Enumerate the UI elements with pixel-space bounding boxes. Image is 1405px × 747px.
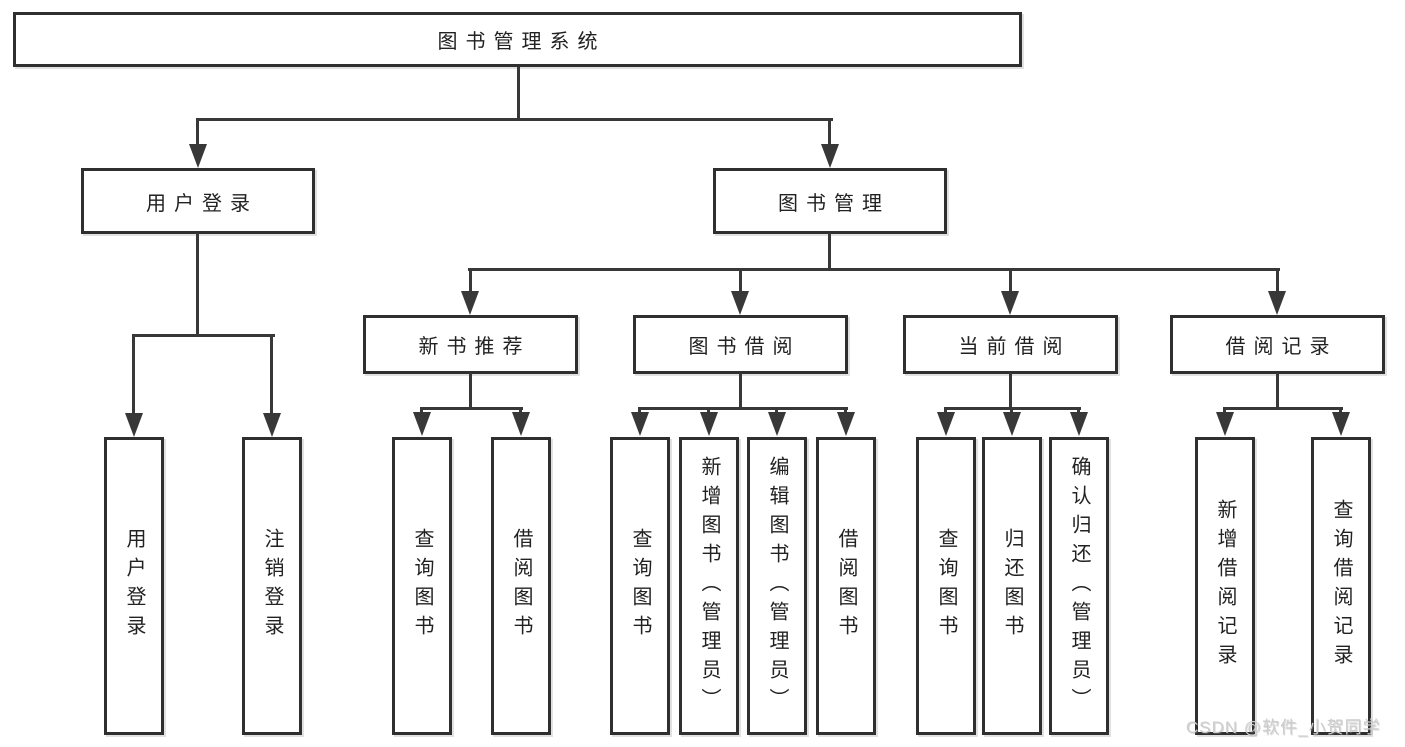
connector-line [132, 334, 275, 337]
connector-line [1276, 373, 1279, 410]
leaf-records-add-record-label: 新增借阅记录 [1214, 499, 1236, 673]
arrow-down-icon [731, 291, 749, 315]
arrow-down-icon [821, 144, 839, 168]
node-user-login: 用户登录 [81, 168, 315, 234]
node-borrow-records-label: 借阅记录 [1225, 336, 1338, 358]
node-borrow-records: 借阅记录 [1170, 315, 1385, 374]
arrow-down-icon [461, 291, 479, 315]
arrow-down-icon [1332, 412, 1350, 436]
connector-line [196, 118, 833, 121]
connector-line [420, 407, 523, 410]
arrow-down-icon [631, 412, 649, 436]
node-root-label: 图书管理系统 [437, 31, 606, 53]
leaf-current-confirm-return-admin-label: 确认归还（管理员） [1068, 455, 1090, 717]
leaf-borrow-add-book-admin: 新增图书（管理员） [679, 437, 739, 735]
connector-line [517, 67, 520, 121]
leaf-records-add-record: 新增借阅记录 [1195, 437, 1255, 735]
leaf-borrow-edit-book-admin: 编辑图书（管理员） [747, 437, 807, 735]
leaf-current-query-book-label: 查询图书 [935, 528, 957, 644]
node-root: 图书管理系统 [13, 12, 1022, 67]
connector-line [828, 118, 831, 146]
node-book-management: 图书管理 [713, 168, 947, 234]
arrow-down-icon [768, 412, 786, 436]
arrow-down-icon [1001, 291, 1019, 315]
connector-line [638, 407, 848, 410]
connector-line [1276, 268, 1279, 293]
leaf-recommend-borrow-book: 借阅图书 [491, 437, 551, 735]
arrow-down-icon [189, 144, 207, 168]
leaf-current-return-book-label: 归还图书 [1001, 528, 1023, 644]
connector-line [196, 118, 199, 146]
arrow-down-icon [263, 413, 281, 437]
arrow-down-icon [1003, 412, 1021, 436]
node-current-borrow-label: 当前借阅 [958, 336, 1071, 358]
leaf-borrow-borrow-book-label: 借阅图书 [835, 528, 857, 644]
arrow-down-icon [837, 412, 855, 436]
leaf-recommend-query-book-label: 查询图书 [411, 528, 433, 644]
leaf-borrow-query-book-label: 查询图书 [629, 528, 651, 644]
connector-line [469, 268, 472, 293]
connector-line [196, 233, 199, 337]
leaf-logout-label: 注销登录 [261, 528, 283, 644]
node-book-borrow-label: 图书借阅 [688, 336, 801, 358]
node-current-borrow: 当前借阅 [903, 315, 1118, 374]
leaf-user-login-label: 用户登录 [123, 528, 145, 644]
connector-line [468, 268, 1280, 271]
connector-line [1009, 268, 1012, 293]
arrow-down-icon [1216, 412, 1234, 436]
connector-line [469, 373, 472, 410]
arrow-down-icon [700, 412, 718, 436]
connector-line [132, 334, 135, 415]
node-new-book-recommend-label: 新书推荐 [418, 336, 531, 358]
watermark: CSDN @软件_小贺同学 [1186, 718, 1381, 737]
connector-line [1009, 373, 1012, 410]
leaf-current-query-book: 查询图书 [916, 437, 976, 735]
connector-line [828, 233, 831, 271]
arrow-down-icon [937, 412, 955, 436]
leaf-borrow-edit-book-admin-label: 编辑图书（管理员） [766, 455, 788, 717]
leaf-logout: 注销登录 [242, 437, 302, 735]
connector-line [1223, 407, 1343, 410]
arrow-down-icon [512, 412, 530, 436]
connector-line [270, 334, 273, 415]
leaf-recommend-query-book: 查询图书 [392, 437, 452, 735]
leaf-borrow-add-book-admin-label: 新增图书（管理员） [698, 455, 720, 717]
arrow-down-icon [1268, 291, 1286, 315]
leaf-records-query-record: 查询借阅记录 [1311, 437, 1371, 735]
connector-line [739, 373, 742, 410]
arrow-down-icon [125, 413, 143, 437]
leaf-current-confirm-return-admin: 确认归还（管理员） [1049, 437, 1109, 735]
arrow-down-icon [1070, 412, 1088, 436]
leaf-borrow-query-book: 查询图书 [610, 437, 670, 735]
leaf-current-return-book: 归还图书 [982, 437, 1042, 735]
node-book-borrow: 图书借阅 [633, 315, 848, 374]
arrow-down-icon [413, 412, 431, 436]
connector-line [739, 268, 742, 293]
node-book-management-label: 图书管理 [778, 192, 890, 215]
leaf-recommend-borrow-book-label: 借阅图书 [510, 528, 532, 644]
leaf-borrow-borrow-book: 借阅图书 [816, 437, 876, 735]
leaf-user-login: 用户登录 [104, 437, 164, 735]
node-new-book-recommend: 新书推荐 [363, 315, 578, 374]
leaf-records-query-record-label: 查询借阅记录 [1330, 499, 1352, 673]
node-user-login-label: 用户登录 [146, 192, 258, 215]
